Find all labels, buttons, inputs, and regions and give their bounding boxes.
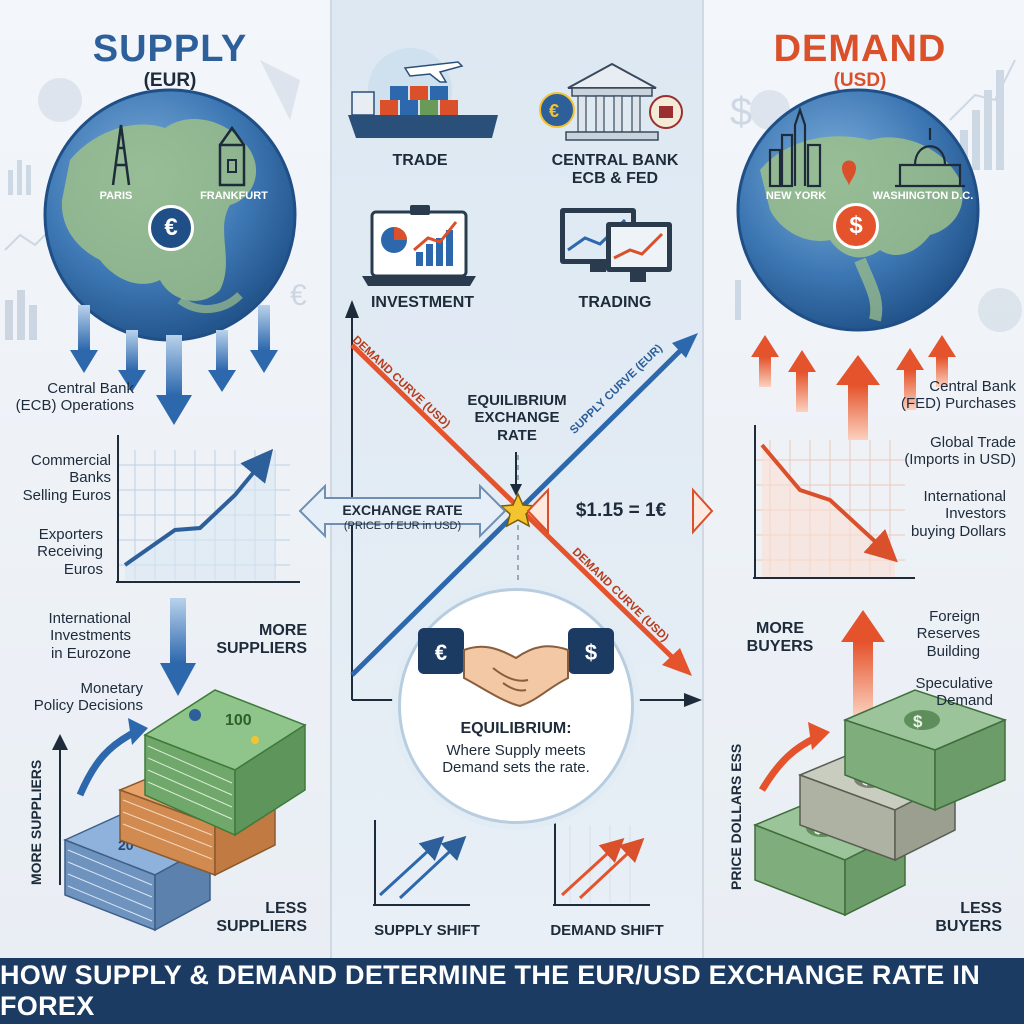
exchange-rate-value: $1.15 = 1€	[575, 500, 667, 521]
trading-icon	[560, 208, 672, 282]
city-washington: WASHINGTON D.C.	[872, 190, 974, 202]
trade-icon	[348, 48, 498, 138]
demand-more-buyers: MORE BUYERS	[746, 620, 814, 656]
dollar-banknote-stacks: $ $ $	[752, 689, 1008, 917]
supply-factor-commercial-banks: Commercial Banks Selling Euros	[22, 452, 111, 504]
supply-trend-chart	[116, 435, 300, 583]
demand-flow-arrows	[751, 335, 956, 717]
supply-factor-monetary-policy: Monetary Policy Decisions	[33, 680, 143, 715]
central-bank-icon: €	[539, 62, 683, 141]
supply-shift-chart	[373, 820, 470, 906]
svg-text:$: $	[913, 712, 923, 731]
city-paris: PARIS	[99, 190, 133, 202]
demand-factor-speculative: Speculative Demand	[915, 675, 993, 710]
equilibrium-rate-label: EQUILIBRIUM EXCHANGE RATE	[467, 392, 567, 444]
euro-banknote-stacks: 20 50 100	[63, 689, 307, 932]
investment-icon	[362, 205, 476, 286]
demand-shift-label: DEMAND SHIFT	[550, 922, 664, 939]
supply-flow-arrows	[70, 305, 278, 696]
driver-central-bank: CENTRAL BANK ECB & FED	[551, 152, 679, 188]
demand-factor-reserves: Foreign Reserves Building	[916, 608, 980, 660]
demand-factor-global-trade: Global Trade (Imports in USD)	[904, 434, 1016, 469]
exchange-rate-subtitle: (PRICE of EUR in USD)	[343, 520, 462, 532]
supply-growth-arrow	[76, 728, 137, 797]
city-frankfurt: FRANKFURT	[200, 190, 268, 202]
demand-less-buyers: LESS BUYERS	[935, 900, 1002, 936]
dollar-icon: $	[574, 636, 608, 670]
demand-title: DEMAND	[773, 28, 947, 70]
banner-title: HOW SUPPLY & DEMAND DETERMINE THE EUR/US…	[0, 960, 980, 1021]
supply-shift-label: SUPPLY SHIFT	[374, 922, 480, 939]
handshake-graphic	[418, 628, 614, 708]
supply-less-suppliers: LESS SUPPLIERS	[216, 900, 307, 936]
supply-currency: (EUR)	[143, 70, 197, 91]
supply-more-suppliers: MORE SUPPLIERS	[216, 622, 307, 658]
equilibrium-title: EQUILIBRIUM:	[460, 720, 572, 737]
background-decor: € $	[4, 59, 1022, 340]
title-banner: HOW SUPPLY & DEMAND DETERMINE THE EUR/US…	[0, 958, 1024, 1024]
svg-text:$: $	[730, 90, 752, 134]
svg-text:€: €	[549, 101, 559, 121]
demand-trend-chart	[753, 425, 915, 579]
demand-currency: (USD)	[833, 70, 887, 91]
driver-trade: TRADE	[392, 152, 448, 169]
city-new-york: NEW YORK	[765, 190, 827, 202]
equilibrium-description: Where Supply meets Demand sets the rate.	[442, 742, 590, 777]
svg-text:100: 100	[225, 712, 252, 729]
demand-factor-investors: International Investors buying Dollars	[910, 488, 1006, 540]
dollar-globe-badge: $	[833, 203, 879, 249]
supply-title: SUPPLY	[92, 28, 248, 70]
supply-factor-central-bank: Central Bank (ECB) Operations	[15, 380, 134, 415]
demand-shift-chart	[553, 820, 650, 906]
driver-investment: INVESTMENT	[370, 294, 475, 311]
equilibrium-panel	[398, 588, 634, 824]
euro-icon: €	[424, 636, 458, 670]
exchange-rate-title: EXCHANGE RATE	[342, 502, 463, 518]
supply-factor-exporters: Exporters Receiving Euros	[37, 526, 103, 578]
us-globe	[736, 88, 980, 332]
demand-factor-central-bank: Central Bank (FED) Purchases	[900, 378, 1016, 413]
supply-factor-investments: International Investments in Eurozone	[48, 610, 131, 662]
demand-axis-label: PRICE DOLLARS ESS	[728, 743, 744, 890]
driver-trading: TRADING	[578, 294, 652, 311]
demand-growth-arrow	[758, 734, 817, 792]
svg-text:€: €	[290, 279, 307, 312]
euro-globe-badge: €	[148, 205, 194, 251]
supply-axis-label: MORE SUPPLIERS	[28, 759, 44, 885]
